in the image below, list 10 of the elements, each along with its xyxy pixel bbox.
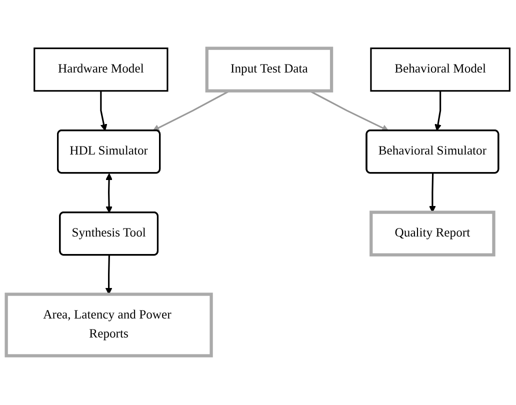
arrow	[428, 174, 436, 214]
node-box: Area, Latency and Power Reports	[4, 293, 213, 358]
node-box: Behavioral Model	[370, 48, 510, 92]
arrow	[105, 256, 112, 296]
arrow	[434, 91, 442, 132]
node-box: Input Test Data	[205, 47, 334, 93]
node-box: Quality Report	[370, 211, 496, 257]
node-box: Hardware Model	[34, 48, 168, 92]
arrow	[100, 91, 108, 132]
arrow	[106, 174, 113, 214]
